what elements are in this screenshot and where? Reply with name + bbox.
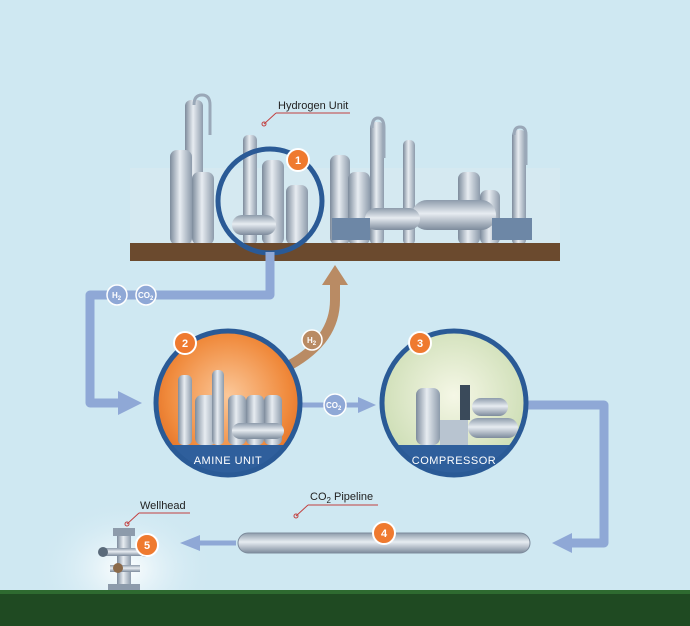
hydrogen-unit-label-group: Hydrogen Unit bbox=[261, 100, 350, 127]
wellhead-label-group: Wellhead bbox=[124, 500, 190, 527]
compressor-outlet-line bbox=[528, 400, 609, 548]
co2-bubble-middle: CO2 bbox=[323, 393, 347, 417]
co2-pipeline-label: CO2 Pipeline bbox=[310, 491, 373, 505]
flow-lines bbox=[85, 252, 609, 548]
grass-ground bbox=[0, 590, 690, 626]
arrow-into-wellhead bbox=[180, 535, 200, 551]
arrow-into-compressor bbox=[358, 397, 376, 413]
step-badge-2: 2 bbox=[173, 331, 197, 355]
arrow-into-amine bbox=[118, 391, 142, 415]
step-badge-4: 4 bbox=[372, 521, 396, 545]
hydrogen-unit-refinery bbox=[130, 93, 560, 261]
co2-pipeline-label-group: CO2 Pipeline bbox=[293, 491, 378, 519]
refinery-ground bbox=[130, 243, 560, 261]
svg-text:3: 3 bbox=[417, 338, 423, 350]
arrow-into-pipeline bbox=[552, 533, 572, 553]
h2-return-arrowhead bbox=[322, 265, 348, 285]
hydrogen-unit-label: Hydrogen Unit bbox=[278, 100, 348, 112]
svg-text:H2: H2 bbox=[307, 336, 317, 347]
wellhead-label: Wellhead bbox=[140, 500, 186, 512]
h2-bubble-top: H2 bbox=[106, 284, 128, 306]
svg-text:1: 1 bbox=[295, 155, 301, 167]
h2-return-line bbox=[287, 282, 340, 370]
amine-unit-caption: AMINE UNIT bbox=[194, 455, 263, 467]
step-badge-1: 1 bbox=[286, 148, 310, 172]
co2-bubble-top: CO2 bbox=[135, 284, 157, 306]
svg-text:CO2: CO2 bbox=[326, 401, 342, 412]
compressor-caption: COMPRESSOR bbox=[412, 455, 496, 467]
step-badge-5: 5 bbox=[135, 533, 159, 557]
h2-bubble-return: H2 bbox=[301, 329, 323, 351]
svg-text:4: 4 bbox=[381, 528, 388, 540]
step-badge-3: 3 bbox=[408, 331, 432, 355]
svg-text:5: 5 bbox=[144, 540, 150, 552]
svg-text:H2: H2 bbox=[112, 291, 122, 302]
svg-text:2: 2 bbox=[182, 338, 188, 350]
h2-co2-feed-line bbox=[85, 252, 275, 408]
svg-text:CO2: CO2 bbox=[138, 291, 154, 302]
